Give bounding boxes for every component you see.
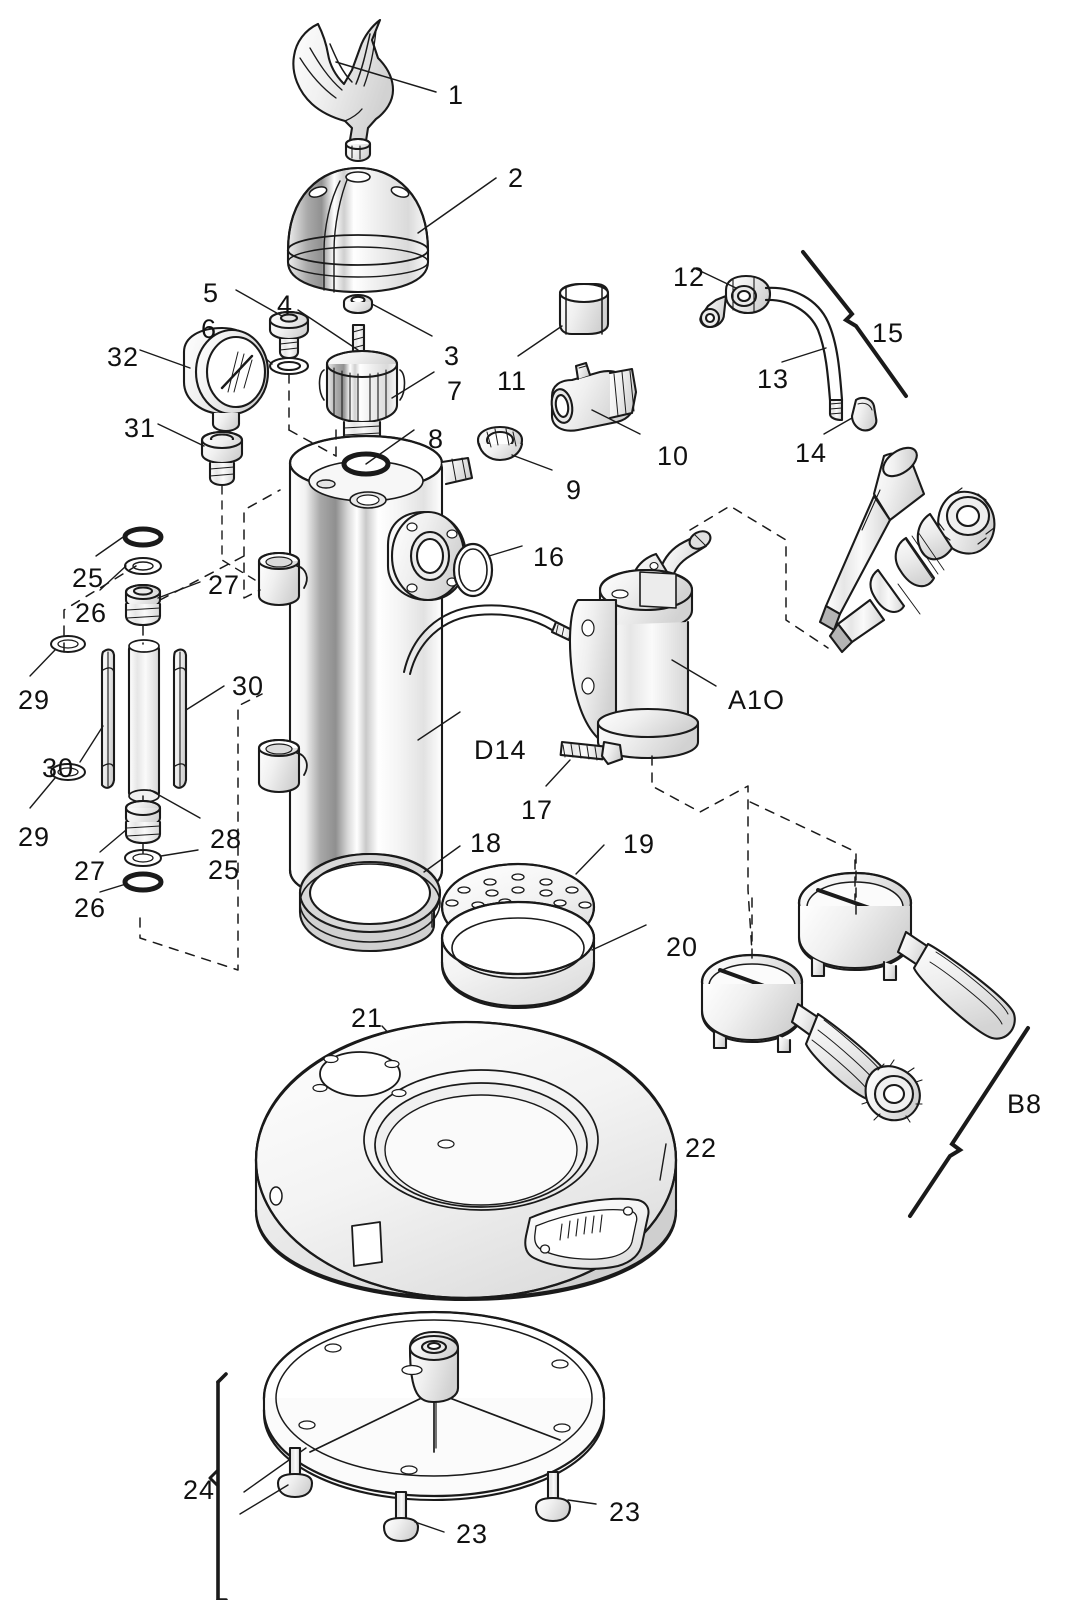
part-wand-tip bbox=[823, 396, 878, 435]
callout-1: 1 bbox=[448, 80, 465, 110]
part-feet bbox=[239, 1446, 597, 1543]
part-eagle-finial bbox=[292, 18, 437, 163]
callout-6: 6 bbox=[201, 314, 218, 344]
callout-22: 22 bbox=[685, 1133, 718, 1163]
callout-18: 18 bbox=[470, 828, 503, 858]
part-dome-cap bbox=[286, 166, 497, 294]
part-steam-wand-tube bbox=[764, 286, 844, 422]
part-retaining-ring bbox=[298, 845, 461, 953]
part-boiler-body bbox=[288, 429, 474, 902]
callout-26-top: 26 bbox=[75, 598, 108, 628]
callout-14: 14 bbox=[795, 438, 828, 468]
part-union-nut bbox=[693, 267, 772, 329]
callout-13: 13 bbox=[757, 364, 790, 394]
callout-23-front: 23 bbox=[456, 1519, 489, 1549]
callout-30-left: 30 bbox=[42, 753, 75, 783]
foot-left bbox=[239, 1446, 314, 1515]
portafilter-rear bbox=[797, 871, 1016, 1040]
part-steam-valve-body bbox=[550, 361, 641, 435]
callout-17: 17 bbox=[521, 795, 554, 825]
callout-23-right: 23 bbox=[609, 1497, 642, 1527]
part-wand-tools bbox=[818, 446, 996, 654]
callout-25-top: 25 bbox=[72, 563, 105, 593]
callout-4: 4 bbox=[277, 290, 294, 320]
callout-19: 19 bbox=[623, 829, 656, 859]
callout-21: 21 bbox=[351, 1003, 384, 1033]
callout-3: 3 bbox=[444, 341, 461, 371]
callout-d14: D14 bbox=[474, 735, 527, 765]
callout-32: 32 bbox=[107, 342, 140, 372]
part-safety-valve-plug bbox=[235, 289, 310, 360]
part-group-flange-gasket bbox=[452, 542, 523, 598]
callout-9: 9 bbox=[566, 475, 583, 505]
tool-plain-wand bbox=[818, 446, 926, 632]
part-knurled-cap-nut bbox=[318, 349, 435, 446]
callout-12: 12 bbox=[673, 262, 706, 292]
callout-15: 15 bbox=[872, 318, 905, 348]
part-pressure-gauge bbox=[139, 326, 270, 433]
part-boiler-sight-ports bbox=[257, 551, 308, 794]
callout-11: 11 bbox=[497, 366, 528, 396]
callout-10: 10 bbox=[657, 441, 690, 471]
part-drip-bowl bbox=[440, 900, 647, 1010]
part-lock-nut bbox=[476, 425, 553, 471]
callout-8: 8 bbox=[428, 424, 445, 454]
callout-16: 16 bbox=[533, 542, 566, 572]
part-valve-collar bbox=[517, 282, 610, 357]
foot-front bbox=[382, 1490, 445, 1543]
bracket-steam-wand-group bbox=[801, 250, 908, 398]
part-sight-glass-assembly bbox=[29, 526, 225, 893]
part-base-plate bbox=[208, 1310, 606, 1600]
callout-28: 28 bbox=[210, 824, 243, 854]
part-gauge-fitting bbox=[157, 423, 256, 581]
callout-27-bottom: 27 bbox=[74, 856, 107, 886]
tool-knurled-wand bbox=[828, 487, 996, 654]
callout-b8: B8 bbox=[1007, 1089, 1043, 1119]
callout-30-right: 30 bbox=[232, 671, 265, 701]
callout-a10: A1O bbox=[728, 685, 786, 715]
callout-20: 20 bbox=[666, 932, 699, 962]
callout-29-lower: 29 bbox=[18, 822, 51, 852]
part-portafilters bbox=[700, 871, 1030, 1218]
callout-24: 24 bbox=[183, 1475, 216, 1505]
callout-5: 5 bbox=[203, 278, 220, 308]
callout-7: 7 bbox=[447, 376, 464, 406]
callout-25-bottom: 25 bbox=[208, 855, 241, 885]
callout-26-bottom: 26 bbox=[74, 893, 107, 923]
portafilter-front bbox=[700, 953, 923, 1123]
part-hex-bolt bbox=[545, 740, 624, 787]
part-base-housing bbox=[254, 1020, 678, 1302]
callout-27-top: 27 bbox=[208, 570, 241, 600]
part-water-line bbox=[403, 604, 574, 675]
foot-right bbox=[534, 1470, 597, 1523]
part-washer bbox=[342, 293, 433, 337]
callout-29-upper: 29 bbox=[18, 685, 51, 715]
assembly-guide-lines bbox=[63, 373, 857, 971]
part-group-head-assembly bbox=[568, 530, 717, 760]
part-group-flange bbox=[386, 510, 468, 602]
callout-31: 31 bbox=[124, 413, 157, 443]
callout-2: 2 bbox=[508, 163, 525, 193]
